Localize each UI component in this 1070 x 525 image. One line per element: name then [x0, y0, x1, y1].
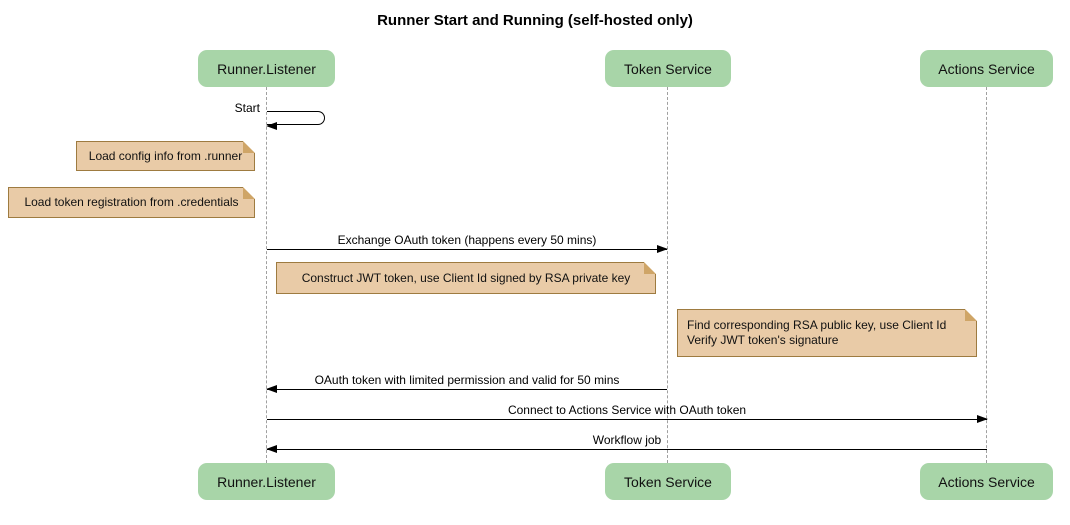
participant-actions-service-bottom: Actions Service — [920, 463, 1053, 500]
participant-actions-service-top: Actions Service — [920, 50, 1053, 87]
self-message-start-label: Start — [234, 101, 260, 115]
lifeline-runner-listener — [266, 87, 267, 463]
message-line — [266, 384, 667, 393]
note-construct-jwt: Construct JWT token, use Client Id signe… — [276, 262, 656, 294]
note-load-token-registration: Load token registration from .credential… — [8, 187, 255, 218]
diagram-title: Runner Start and Running (self-hosted on… — [377, 12, 693, 29]
note-text-line1: Find corresponding RSA public key, use C… — [687, 318, 947, 332]
participant-runner-listener-top: Runner.Listener — [198, 50, 335, 87]
participant-token-service-bottom: Token Service — [605, 463, 731, 500]
message-exchange-oauth-token: Exchange OAuth token (happens every 50 m… — [267, 233, 668, 253]
message-label: Workflow job — [592, 433, 662, 447]
note-text-line2: Verify JWT token's signature — [687, 333, 839, 347]
lifeline-token-service — [667, 87, 668, 463]
note-verify-jwt: Find corresponding RSA public key, use C… — [677, 309, 977, 357]
message-line — [266, 444, 987, 453]
arrowhead-left-icon — [266, 444, 277, 453]
participant-token-service-top: Token Service — [605, 50, 731, 87]
note-load-config: Load config info from .runner — [76, 141, 255, 171]
note-text: Construct JWT token, use Client Id signe… — [301, 270, 631, 285]
arrowhead-right-icon — [977, 414, 988, 423]
note-text: Load token registration from .credential… — [24, 195, 239, 209]
arrowhead-left-icon — [266, 122, 277, 130]
message-workflow-job: Workflow job — [266, 433, 987, 453]
message-line — [267, 414, 988, 423]
message-line — [267, 244, 668, 253]
message-label: Connect to Actions Service with OAuth to… — [507, 403, 747, 417]
note-text: Load config info from .runner — [88, 148, 243, 163]
message-label: Exchange OAuth token (happens every 50 m… — [337, 233, 597, 247]
lifeline-actions-service — [986, 87, 987, 463]
arrowhead-left-icon — [266, 384, 277, 393]
message-connect-actions-service: Connect to Actions Service with OAuth to… — [267, 403, 988, 423]
message-label: OAuth token with limited permission and … — [314, 373, 620, 387]
participant-runner-listener-bottom: Runner.Listener — [198, 463, 335, 500]
self-message-start-loop — [266, 111, 325, 130]
message-oauth-token-returned: OAuth token with limited permission and … — [266, 373, 667, 393]
arrowhead-right-icon — [657, 244, 668, 253]
